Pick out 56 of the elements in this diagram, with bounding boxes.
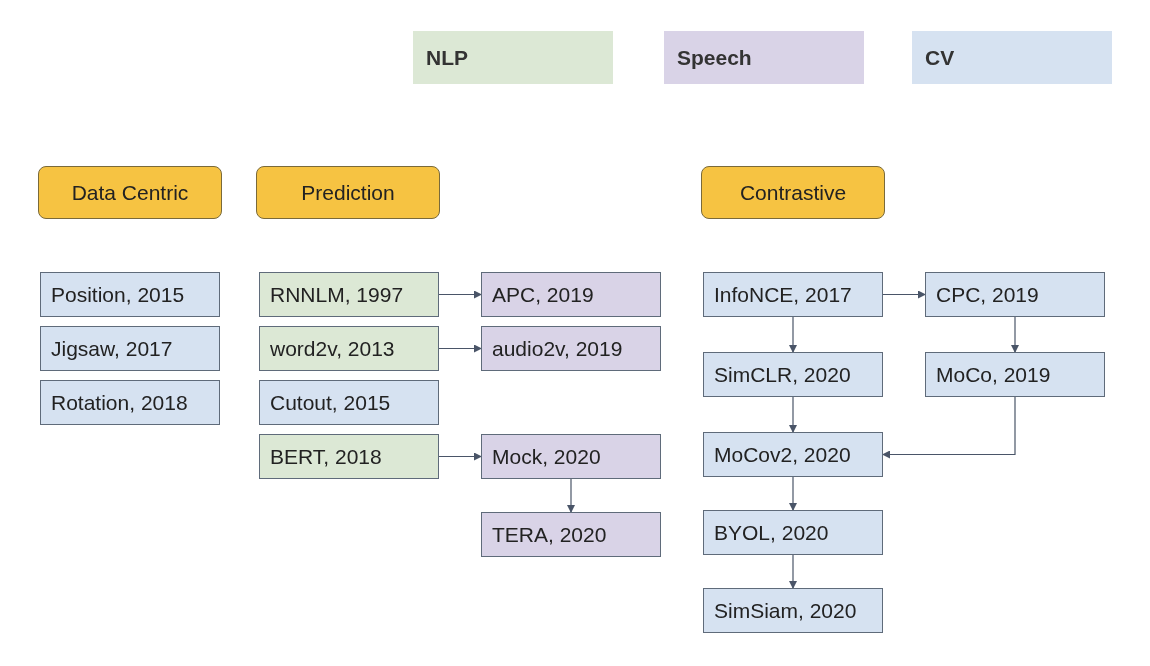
node-label: Prediction (301, 180, 395, 205)
arrow (567, 478, 575, 513)
node-label: MoCov2, 2020 (714, 442, 851, 467)
legend-label: NLP (426, 45, 468, 70)
category-box (701, 166, 885, 219)
node-label: InfoNCE, 2017 (714, 282, 852, 307)
category-box (256, 166, 440, 219)
arrow (438, 452, 482, 461)
method-box (259, 434, 439, 479)
node-label: Jigsaw, 2017 (51, 336, 173, 361)
node-label: BERT, 2018 (270, 444, 382, 469)
method-box (259, 326, 439, 371)
method-box (703, 510, 883, 555)
arrow (1011, 316, 1019, 353)
node-label: BYOL, 2020 (714, 520, 829, 545)
arrow (438, 290, 482, 299)
method-box (40, 380, 220, 425)
method-box (40, 326, 220, 371)
node-label: Cutout, 2015 (270, 390, 391, 415)
method-box (481, 272, 661, 317)
node-label: APC, 2019 (492, 282, 594, 307)
node-label: MoCo, 2019 (936, 362, 1051, 387)
method-box (703, 588, 883, 633)
arrow (789, 396, 797, 433)
method-box (703, 352, 883, 397)
node-label: Mock, 2020 (492, 444, 601, 469)
method-box (40, 272, 220, 317)
arrow (882, 290, 926, 299)
node-label: SimSiam, 2020 (714, 598, 857, 623)
node-label: audio2v, 2019 (492, 336, 623, 361)
legend-label: CV (925, 45, 955, 70)
node-label: CPC, 2019 (936, 282, 1039, 307)
node-label: SimCLR, 2020 (714, 362, 851, 387)
method-box (259, 272, 439, 317)
arrow (789, 476, 797, 511)
arrow (882, 396, 1016, 459)
method-box (925, 352, 1105, 397)
method-box (703, 432, 883, 477)
method-box (703, 272, 883, 317)
node-label: Contrastive (739, 180, 847, 205)
arrow (789, 316, 797, 353)
method-box (481, 434, 661, 479)
node-label: word2v, 2013 (270, 336, 395, 361)
method-box (481, 512, 661, 557)
category-box (38, 166, 222, 219)
node-label: Data Centric (71, 180, 189, 205)
method-box (259, 380, 439, 425)
node-label: RNNLM, 1997 (270, 282, 404, 307)
arrow (438, 344, 482, 353)
node-label: TERA, 2020 (492, 522, 607, 547)
node-label: Position, 2015 (51, 282, 185, 307)
legend-label: Speech (677, 45, 752, 70)
node-label: Rotation, 2018 (51, 390, 188, 415)
arrow (789, 554, 797, 589)
method-box (481, 326, 661, 371)
method-box (925, 272, 1105, 317)
